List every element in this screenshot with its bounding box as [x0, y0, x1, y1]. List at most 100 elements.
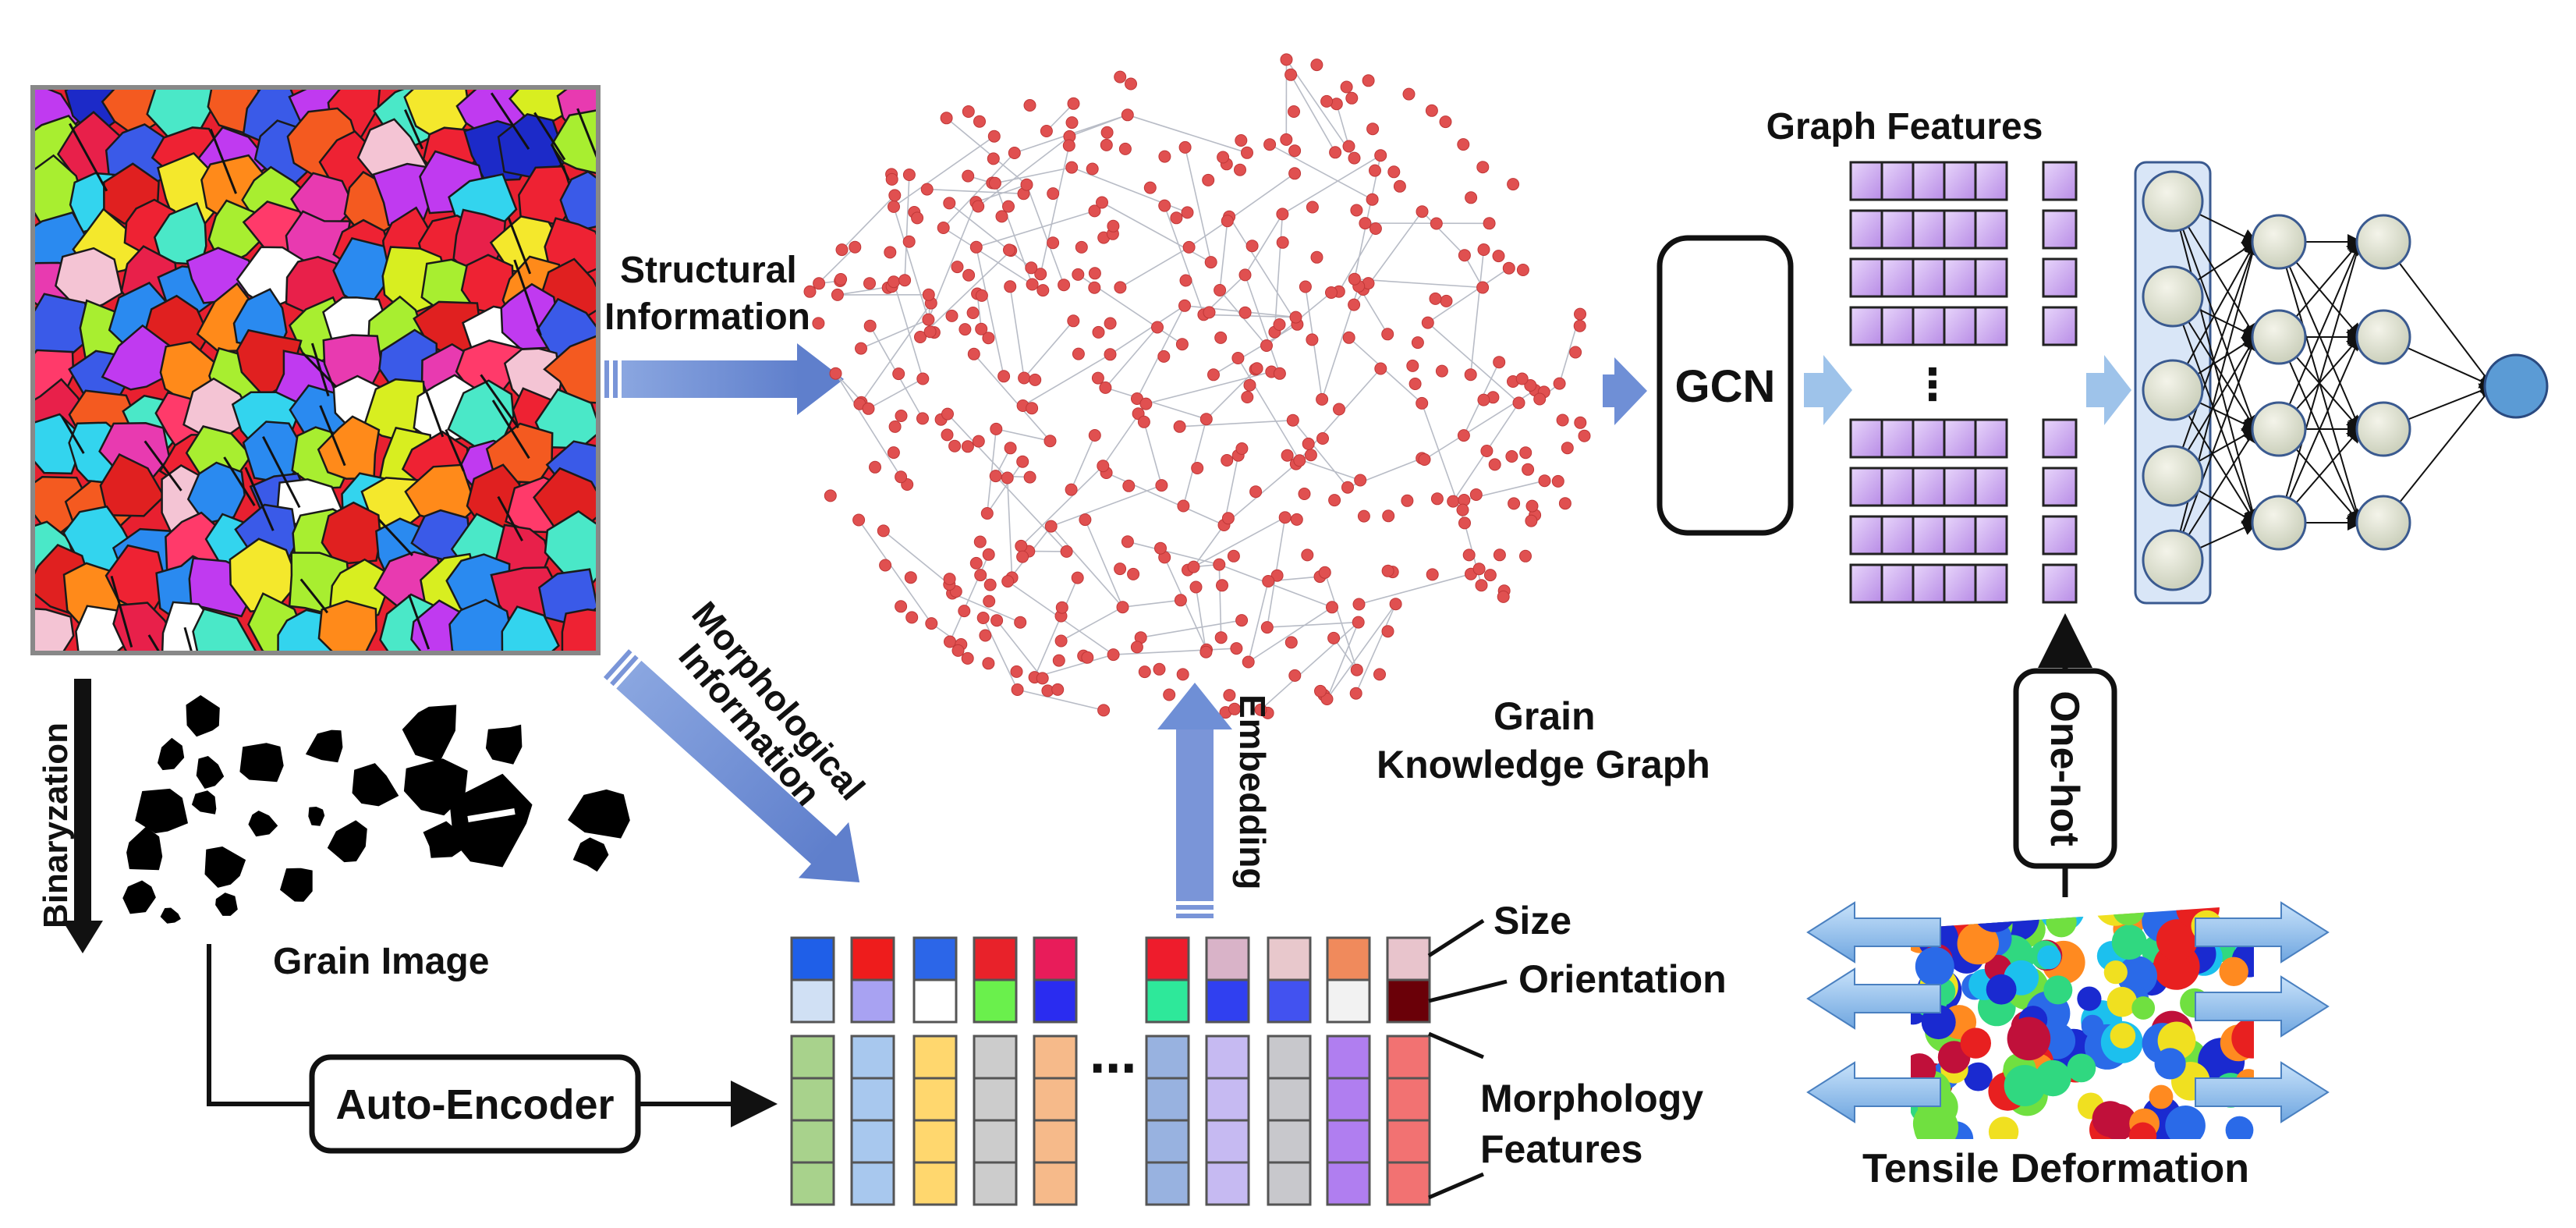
size-cell — [790, 936, 835, 981]
graph-node — [1426, 568, 1439, 581]
graph-node — [1178, 299, 1191, 312]
morphology-cell — [1267, 1035, 1312, 1080]
graph-node — [1044, 520, 1058, 533]
embedding-arrow — [1157, 683, 1232, 918]
graph-node — [835, 243, 849, 257]
graph-node — [1088, 267, 1101, 280]
graph-node — [983, 594, 996, 608]
graph-node — [1447, 495, 1460, 508]
specimen-grain — [2110, 1023, 2136, 1049]
grain-blob — [122, 880, 156, 914]
graph-node — [824, 489, 837, 502]
tensile-arrow — [2195, 1061, 2330, 1123]
graph-node — [944, 635, 956, 648]
specimen-grain — [2149, 1084, 2174, 1109]
morphology-cell — [1033, 1119, 1078, 1164]
graph-label-2: Knowledge Graph — [1377, 743, 1710, 786]
morphology-cell — [1386, 1035, 1431, 1080]
specimen-grain — [2092, 1101, 2128, 1137]
graph-node — [961, 440, 974, 453]
graph-feature-row — [1849, 563, 2078, 604]
feature-cell — [1974, 467, 2008, 507]
graph-node — [1359, 217, 1372, 230]
graph-node — [1107, 648, 1120, 662]
gcn-box — [1657, 235, 1794, 536]
feature-cell — [1974, 563, 2008, 604]
graph-node — [916, 412, 929, 425]
graph-node — [812, 317, 825, 330]
graph-node — [1003, 243, 1015, 257]
graph-node — [1099, 381, 1112, 394]
graph-node — [1001, 575, 1015, 588]
graph-node — [1366, 193, 1379, 206]
feature-column — [1145, 936, 1190, 1206]
morphology-cell — [973, 1119, 1018, 1164]
specimen-grain — [2043, 975, 2073, 1005]
specimen-grain — [2131, 996, 2156, 1020]
specimen-grain — [1973, 905, 2017, 932]
graph-node — [1036, 284, 1050, 297]
graph-feature-row — [1849, 161, 2078, 201]
morphology-cell — [790, 1119, 835, 1164]
graph-node — [1157, 350, 1171, 363]
graph-node — [1393, 179, 1406, 193]
orientation-cell — [1145, 978, 1190, 1024]
grain-blob — [308, 807, 325, 826]
morphology-cell — [1386, 1077, 1431, 1122]
graph-node — [997, 370, 1011, 383]
hidden-node — [2251, 309, 2307, 365]
grain-cell — [559, 170, 598, 232]
graph-node — [1058, 279, 1071, 292]
graph-node — [1462, 548, 1476, 562]
graph-node — [1023, 99, 1036, 112]
hidden-node — [2355, 214, 2411, 270]
graph-node — [1228, 702, 1241, 715]
graph-node — [1151, 321, 1164, 334]
graph-node — [1493, 548, 1506, 562]
orientation-cell — [1267, 978, 1312, 1024]
graph-node — [1318, 566, 1331, 579]
graph-node — [1293, 454, 1306, 467]
graph-node — [1273, 367, 1286, 380]
morphology-cell — [1033, 1077, 1078, 1122]
graph-node — [1008, 147, 1021, 159]
graph-node — [1524, 379, 1537, 392]
graph-node — [895, 470, 908, 484]
graph-node — [1177, 499, 1190, 513]
graph-node — [1435, 364, 1448, 378]
graph-node — [1116, 601, 1129, 614]
size-cell — [1033, 936, 1078, 981]
graph-node — [1525, 499, 1539, 513]
graph-node — [1519, 549, 1532, 563]
structural-label-2: Information — [604, 296, 810, 338]
graph-node — [1328, 494, 1341, 507]
morphology-cell — [1267, 1161, 1312, 1206]
graph-node — [1276, 236, 1289, 249]
graph-node — [1072, 268, 1085, 281]
auto-encoder-box — [309, 1054, 641, 1154]
graph-node — [1345, 91, 1359, 105]
graph-node — [1348, 272, 1361, 286]
graph-node — [1374, 362, 1387, 375]
morphology-cell — [1145, 1119, 1190, 1164]
graph-node — [1561, 442, 1574, 455]
graph-node — [1034, 268, 1047, 281]
graph-node — [1065, 483, 1078, 496]
graph-node — [967, 347, 980, 360]
graph-node — [1118, 142, 1132, 155]
graph-node — [1439, 115, 1452, 129]
input-node — [2142, 359, 2204, 421]
graph-node — [1314, 684, 1327, 697]
graph-node — [1350, 204, 1363, 217]
morphology-cell — [1205, 1035, 1250, 1080]
graph-node — [1430, 217, 1443, 230]
graph-node — [1556, 413, 1569, 427]
specimen-grain — [1964, 1062, 1993, 1091]
graph-node — [941, 407, 954, 421]
specimen-grain — [2004, 1065, 2046, 1106]
grain-blob — [239, 743, 284, 783]
graph-node — [1011, 683, 1024, 696]
graph-node — [1350, 663, 1363, 676]
graph-node — [1130, 641, 1143, 654]
graph-node — [943, 573, 956, 586]
